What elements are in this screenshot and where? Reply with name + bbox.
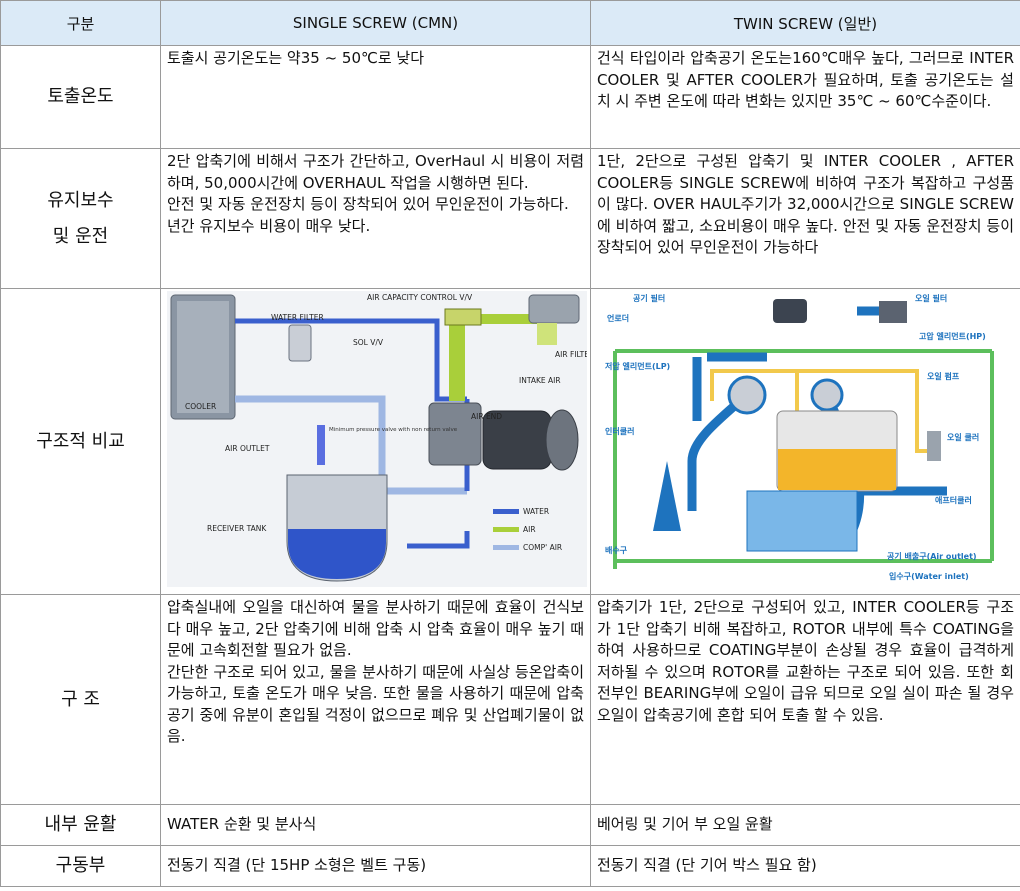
twin-cell: 건식 타입이라 압축공기 온도는160℃매우 높다, 그러므로 INTER CO…	[590, 45, 1020, 149]
label-aftercooler: 애프터쿨러	[935, 495, 972, 505]
row-label: 구조적 비교	[0, 288, 161, 595]
svg-text:COMP' AIR: COMP' AIR	[523, 543, 562, 552]
label-oil-pump: 오일 펌프	[927, 371, 960, 381]
row-drive: 구동부 전동기 직결 (단 15HP 소형은 벨트 구동) 전동기 직결 (단 …	[0, 845, 1020, 887]
twin-screw-diagram-cell: 공기 필터 오일 필터 언로더 고압 엘리먼트(HP) 저압 엘리먼트(LP) …	[590, 288, 1020, 595]
row-label: 구 조	[0, 594, 161, 805]
header-row: 구분 SINGLE SCREW (CMN) TWIN SCREW (일반)	[0, 0, 1020, 46]
label-water-filter: WATER FILTER	[271, 313, 324, 322]
label-hp-element: 고압 엘리먼트(HP)	[919, 331, 986, 341]
label-oil-cooler: 오일 쿨러	[947, 432, 979, 442]
single-cell: 압축실내에 오일을 대신하여 물을 분사하기 때문에 효율이 건식보다 매우 높…	[160, 594, 591, 805]
svg-text:WATER: WATER	[523, 507, 549, 516]
label-air-outlet: AIR OUTLET	[225, 444, 270, 453]
label-intake-air: INTAKE AIR	[519, 376, 561, 385]
single-cell: 전동기 직결 (단 15HP 소형은 벨트 구동)	[160, 845, 591, 887]
label-min-pressure-valve: Minimum pressure valve with non return v…	[329, 427, 458, 433]
row-label: 내부 윤활	[0, 804, 161, 846]
row-label: 구동부	[0, 845, 161, 887]
row-discharge-temp: 토출온도 토출시 공기온도는 약35 ~ 50℃로 낮다 건식 타입이라 압축공…	[0, 45, 1020, 149]
header-category: 구분	[0, 0, 161, 46]
label-sol-valve: SOL V/V	[353, 338, 384, 347]
header-twin-screw: TWIN SCREW (일반)	[590, 0, 1020, 46]
label-cooler: COOLER	[185, 402, 216, 411]
row-label: 유지보수 및 운전	[0, 148, 161, 289]
label-air-outlet: 공기 배출구(Air outlet)	[887, 551, 977, 561]
single-cell: 2단 압축기에 비해서 구조가 간단하고, OverHaul 시 비용이 저렴하…	[160, 148, 591, 289]
single-cell: WATER 순환 및 분사식	[160, 804, 591, 846]
svg-text:AIR: AIR	[523, 525, 536, 534]
row-lubrication: 내부 윤활 WATER 순환 및 분사식 베어링 및 기어 부 오일 윤활	[0, 804, 1020, 846]
label-air-end: AIR END	[471, 412, 502, 421]
label-air-capacity: AIR CAPACITY CONTROL V/V	[367, 293, 473, 302]
label-water-inlet: 입수구(Water inlet)	[889, 571, 969, 581]
diagram-legend: WATER AIR COMP' AIR	[493, 507, 562, 552]
label-unloader: 언로더	[607, 313, 629, 323]
twin-cell: 전동기 직결 (단 기어 박스 필요 함)	[590, 845, 1020, 887]
single-screw-diagram: AIR CAPACITY CONTROL V/V WATER FILTER SO…	[167, 291, 587, 587]
label-air-filter: AIR FILTER	[555, 350, 587, 359]
row-label: 토출온도	[0, 45, 161, 149]
label-oil-filter: 오일 필터	[915, 293, 947, 303]
single-screw-diagram-cell: AIR CAPACITY CONTROL V/V WATER FILTER SO…	[160, 288, 591, 595]
single-cell: 토출시 공기온도는 약35 ~ 50℃로 낮다	[160, 45, 591, 149]
row-maintenance: 유지보수 및 운전 2단 압축기에 비해서 구조가 간단하고, OverHaul…	[0, 148, 1020, 289]
row-structure-diagram: 구조적 비교	[0, 288, 1020, 595]
twin-cell: 압축기가 1단, 2단으로 구성되어 있고, INTER COOLER등 구조가…	[590, 594, 1020, 805]
twin-screw-diagram: 공기 필터 오일 필터 언로더 고압 엘리먼트(HP) 저압 엘리먼트(LP) …	[597, 291, 1017, 587]
twin-cell: 베어링 및 기어 부 오일 윤활	[590, 804, 1020, 846]
label-intercooler: 인터쿨러	[605, 426, 634, 436]
twin-cell: 1단, 2단으로 구성된 압축기 및 INTER COOLER , AFTER …	[590, 148, 1020, 289]
row-structure: 구 조 압축실내에 오일을 대신하여 물을 분사하기 때문에 효율이 건식보다 …	[0, 594, 1020, 805]
header-single-screw: SINGLE SCREW (CMN)	[160, 0, 591, 46]
label-air-filter: 공기 필터	[633, 293, 665, 303]
label-receiver-tank: RECEIVER TANK	[207, 524, 267, 533]
label-lp-element: 저압 엘리먼트(LP)	[605, 361, 670, 371]
label-drain: 배수구	[605, 545, 628, 555]
